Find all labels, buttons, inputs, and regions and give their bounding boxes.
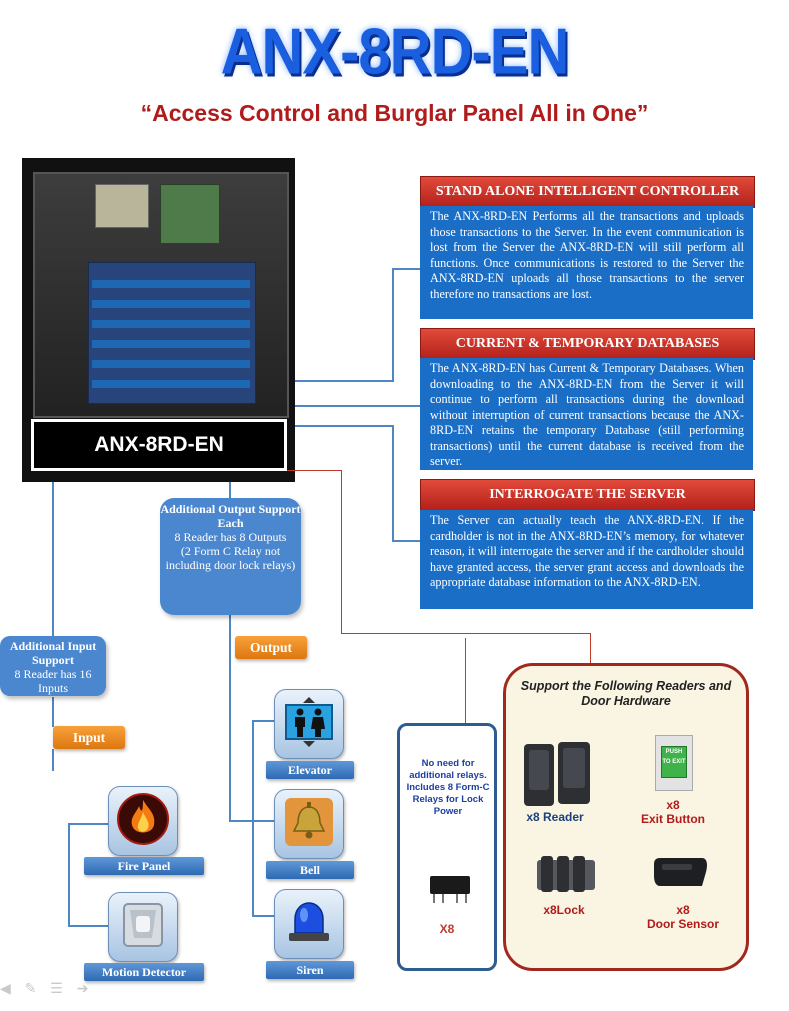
exit-button-name: Exit Button (641, 812, 705, 826)
slide-toolbar[interactable]: ◀ ✎ ☰ ➔ (0, 980, 88, 997)
siren-icon (282, 895, 336, 954)
terminal-row (92, 340, 250, 348)
output-support-title: Additional Output Support Each (160, 502, 301, 530)
mag-lock-icon (535, 852, 597, 901)
motion-detector-tile (108, 892, 178, 962)
terminal-row (92, 320, 250, 328)
motion-sensor-icon (116, 898, 170, 957)
relay-note: No need for additional relays. Includes … (406, 758, 490, 817)
relay-icon (428, 872, 472, 911)
exit-button-label: x8 Exit Button (625, 798, 721, 826)
output-support-note: (2 Form C Relay not including door lock … (165, 544, 296, 572)
connector-line (68, 823, 108, 825)
feature-heading-interrogate: INTERROGATE THE SERVER (420, 479, 755, 511)
network-module (160, 184, 220, 244)
panel-label: ANX-8RD-EN (31, 419, 287, 471)
power-supply (95, 184, 149, 228)
input-support-count: 8 Reader has 16 Inputs (14, 667, 92, 695)
bell-icon (282, 795, 336, 854)
terminal-row (92, 280, 250, 288)
exit-button-plate: PUSH TO EXIT (655, 735, 693, 791)
next-icon[interactable]: ➔ (76, 980, 89, 996)
bell-tile (274, 789, 344, 859)
connector-line (295, 425, 393, 427)
door-sensor-name: Door Sensor (646, 917, 719, 931)
pen-icon[interactable]: ✎ (24, 980, 37, 996)
input-support-box: Additional Input Support 8 Reader has 16… (0, 636, 106, 696)
connector-line (392, 425, 394, 540)
output-support-box: Additional Output Support Each 8 Reader … (160, 498, 301, 615)
input-label-fire-panel: Fire Panel (84, 857, 204, 875)
door-sensor-icon (652, 852, 710, 897)
connector-line (341, 633, 591, 634)
connector-line (295, 405, 420, 407)
page-subtitle: “Access Control and Burglar Panel All in… (140, 100, 649, 126)
exit-button-count: x8 (666, 798, 680, 812)
input-label-motion-detector: Motion Detector (84, 963, 204, 981)
page-title: ANX-8RD-EN (220, 15, 570, 88)
terminal-row (92, 360, 250, 368)
elevator-tile (274, 689, 344, 759)
input-tag: Input (53, 726, 125, 749)
card-reader-icon (522, 740, 594, 815)
door-sensor-count: x8 (676, 903, 690, 917)
siren-tile (274, 889, 344, 959)
connector-line (252, 720, 274, 722)
arrow-icon[interactable]: ◀ (0, 980, 11, 996)
hardware-box (503, 663, 749, 971)
fire-icon (116, 792, 170, 851)
output-label-bell: Bell (266, 861, 354, 879)
connector-line (341, 470, 342, 634)
connector-line (52, 482, 54, 637)
terminal-row (92, 300, 250, 308)
connector-line (392, 268, 394, 382)
connector-line (229, 482, 231, 499)
feature-heading-standalone: STAND ALONE INTELLIGENT CONTROLLER (420, 176, 755, 208)
door-sensor-label: x8 Door Sensor (633, 903, 733, 931)
output-support-count: 8 Reader has 8 Outputs (174, 530, 287, 544)
feature-body-databases: The ANX-8RD-EN has Current & Temporary D… (420, 358, 753, 470)
reader-label: x8 Reader (526, 810, 584, 824)
feature-heading-databases: CURRENT & TEMPORARY DATABASES (420, 328, 755, 360)
input-support-title: Additional Input Support (9, 639, 97, 667)
output-label-siren: Siren (266, 961, 354, 979)
connector-line (229, 615, 231, 820)
output-label-elevator: Elevator (266, 761, 354, 779)
connector-line (229, 820, 274, 822)
connector-line (52, 749, 54, 771)
connector-line (68, 925, 108, 927)
relay-count: X8 (439, 922, 455, 936)
exit-button-icon: PUSH TO EXIT (661, 746, 687, 778)
connector-line (252, 915, 274, 917)
connector-line (590, 633, 591, 663)
connector-line (392, 268, 420, 270)
connector-line (287, 470, 341, 471)
feature-body-interrogate: The Server can actually teach the ANX-8R… (420, 510, 753, 609)
menu-icon[interactable]: ☰ (50, 980, 63, 996)
connector-line (252, 720, 254, 915)
lock-label: x8Lock (543, 903, 585, 917)
connector-line (465, 638, 466, 723)
hardware-box-title: Support the Following Readers and Door H… (520, 679, 732, 708)
elevator-icon (282, 695, 336, 754)
connector-line (392, 540, 420, 542)
output-tag: Output (235, 636, 307, 659)
connector-line (68, 823, 70, 925)
fire-panel-tile (108, 786, 178, 856)
terminal-row (92, 380, 250, 388)
connector-line (295, 380, 393, 382)
feature-body-standalone: The ANX-8RD-EN Performs all the transact… (420, 206, 753, 319)
relay-box (397, 723, 497, 971)
connector-line (52, 697, 54, 727)
